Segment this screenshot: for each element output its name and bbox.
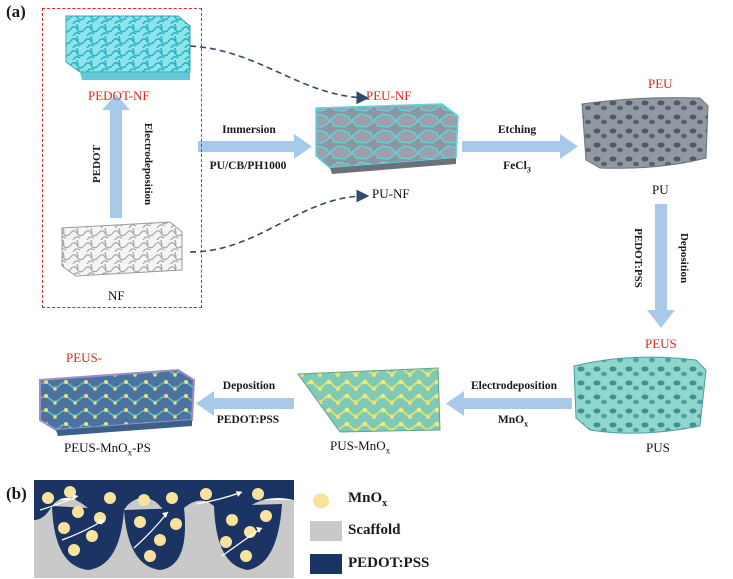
panel-a-label: (a) [6, 2, 26, 21]
pu-nf-label: PU-NF [372, 186, 410, 201]
mnox-reagent-label: MnOx [478, 414, 548, 428]
legend-scaffold-label: Scaffold [348, 522, 401, 538]
pedot-vertical-label: PEDOT [91, 145, 103, 183]
deposition-left-label: Deposition [222, 380, 276, 392]
mnox-reagent-text: MnO [497, 414, 525, 426]
deposition-vertical-label: Deposition [678, 232, 690, 284]
pus-label: PUS [646, 440, 670, 455]
nf-block [61, 221, 183, 277]
pu-block [581, 97, 709, 169]
legend-mnox-swatch [313, 493, 329, 509]
panel-b-schematic [34, 480, 294, 578]
legend-pedotpss-label: PEDOT:PSS [348, 555, 430, 571]
peu-label: PEU [648, 76, 673, 91]
peus-minus-label: PEUS- [66, 350, 103, 365]
legend-pedotpss-swatch [310, 554, 342, 574]
etching-reagent-text: FeCl [503, 160, 527, 172]
panel-b-label: (b) [6, 484, 27, 503]
peus-mnox-ps-sub: x [127, 447, 133, 458]
immersion-reagent-label: PU/CB/PH1000 [209, 160, 287, 172]
legend-mnox-text: MnO [348, 490, 383, 506]
electrodeposition-mnox-label: Electrodeposition [470, 380, 558, 392]
peu-nf-block [315, 103, 459, 174]
legend-mnox-sub: x [382, 498, 388, 509]
pus-mnox-text: PUS-MnO [330, 438, 386, 453]
etching-reagent-label: FeCl3 [482, 160, 552, 174]
legend-mnox-label: MnOx [348, 490, 387, 509]
pedot-nf-block [65, 15, 191, 80]
pu-label: PU [652, 182, 669, 197]
peus-mnox-ps-block [39, 368, 196, 436]
dashed-arrows [189, 45, 370, 253]
nf-label: NF [108, 288, 125, 303]
pedotpss-vertical-label: PEDOT:PSS [632, 228, 644, 288]
peus-mnox-ps-text-a: PEUS-MnO [64, 440, 128, 455]
pus-mnox-sub: x [385, 445, 391, 456]
legend-scaffold-swatch [310, 521, 342, 541]
peus-mnox-ps-label: PEUS-MnOx-PS [64, 440, 151, 458]
pus-mnox-label: PUS-MnOx [330, 438, 390, 456]
mnox-reagent-sub: x [524, 419, 529, 429]
etching-label: Etching [497, 124, 537, 136]
process-arrows [102, 94, 675, 416]
pus-mnox-block [297, 367, 441, 433]
peus-label: PEUS [645, 336, 677, 351]
electrodeposition-vertical-label: Electrodeposition [142, 122, 154, 206]
peu-nf-label: PEU-NF [366, 88, 412, 103]
pedot-nf-label: PEDOT-NF [88, 88, 150, 103]
pus-block [573, 356, 707, 434]
peus-mnox-ps-text-b: -PS [132, 440, 151, 455]
electrodeposition-box [42, 8, 202, 308]
etching-reagent-sub: 3 [526, 165, 531, 175]
immersion-label: Immersion [222, 124, 276, 136]
pedotpss-left-label: PEDOT:PSS [216, 414, 280, 426]
